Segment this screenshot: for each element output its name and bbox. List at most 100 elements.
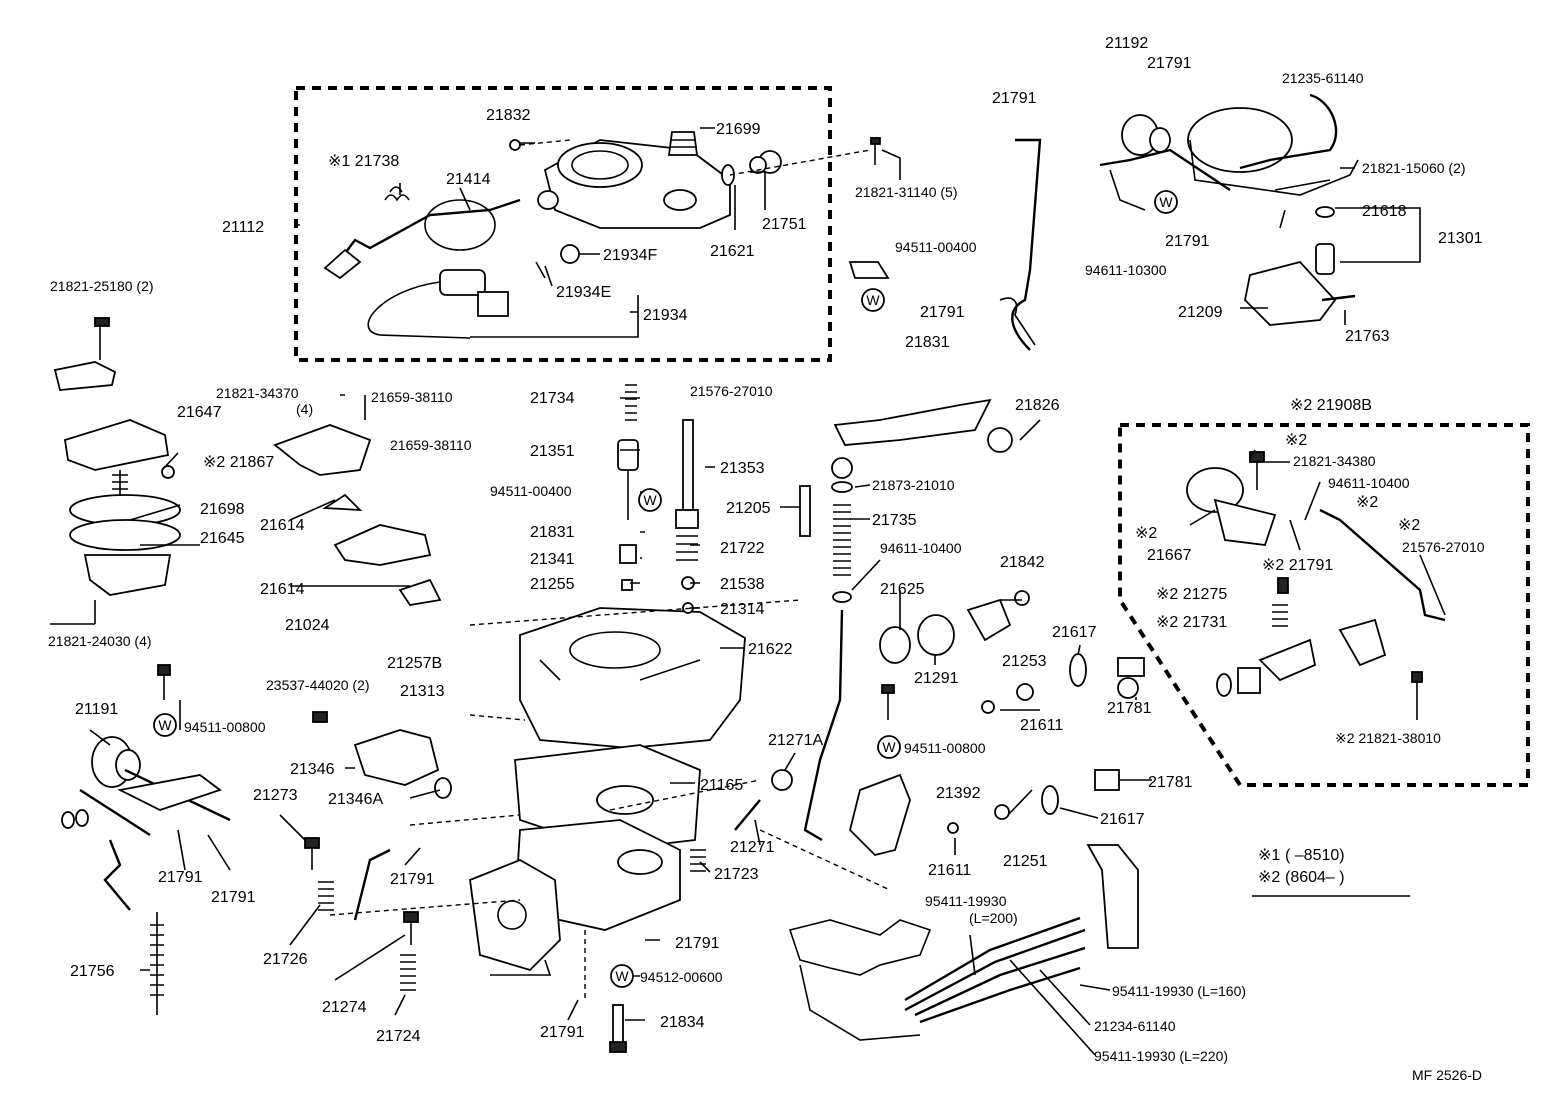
clip-21934e	[535, 261, 546, 279]
label-21763: 21763	[1345, 328, 1390, 345]
bracket-21821-25180	[53, 317, 117, 391]
charcoal-canister-21209	[1244, 260, 1337, 326]
fittings-21253	[981, 590, 1145, 714]
label-94611-10400-kit-mark: ※2	[1356, 494, 1378, 511]
label-21257b: 21257B	[387, 655, 442, 672]
label-21791-rod: 21791	[992, 90, 1037, 107]
washer-marker-94512-00600: W	[610, 964, 634, 988]
label-21831-mid: 21831	[530, 524, 575, 541]
label-21576-kit-mark: ※2	[1398, 517, 1420, 534]
svg-text:W: W	[158, 717, 172, 733]
carburetor-air-horn	[537, 139, 731, 229]
label-21791-left-b: 21791	[211, 889, 256, 906]
label-94611-10300: 94611-10300	[1085, 262, 1167, 278]
pump-21346	[312, 711, 452, 799]
label-21867-mark: ※2 21867	[203, 454, 274, 471]
fuel-inlet-fitting	[721, 150, 782, 186]
label-21724: 21724	[376, 1028, 421, 1045]
label-21821-34370: 21821-34370	[216, 385, 299, 401]
label-21831-top: 21831	[905, 334, 950, 351]
label-21821-34370-qty: (4)	[296, 401, 313, 417]
choke-linkage	[323, 198, 521, 280]
gasket-21625	[879, 598, 1012, 664]
label-21934f: 21934F	[603, 247, 657, 264]
kit-21908b-leaders	[1189, 449, 1446, 616]
label-21734: 21734	[530, 390, 575, 407]
label-21647: 21647	[177, 404, 222, 421]
label-21192: 21192	[1105, 35, 1148, 52]
top-right-leaders	[1240, 167, 1421, 325]
label-95411-19930-200: 95411-19930	[925, 893, 1007, 909]
label-21842: 21842	[1000, 554, 1045, 571]
label-21622: 21622	[748, 641, 793, 658]
label-94511-00800-left: 94511-00800	[184, 719, 266, 735]
label-21024: 21024	[285, 617, 330, 634]
throttle-linkage	[469, 859, 561, 976]
legend-mark-2: ※2	[1258, 869, 1280, 886]
label-21274: 21274	[322, 999, 367, 1016]
center-guide-lines	[329, 599, 891, 1000]
svg-text:W: W	[882, 739, 896, 755]
label-21791-top: 21791	[1147, 55, 1192, 72]
accel-pump-boot	[667, 131, 699, 156]
link-21576-kit	[1319, 508, 1446, 622]
washer-marker-94511-00800b: W	[877, 735, 901, 759]
label-21699: 21699	[716, 121, 761, 138]
label-21873-21010: 21873-21010	[872, 477, 955, 493]
choke-spring	[384, 186, 410, 202]
kit-21112-boundary	[294, 86, 832, 362]
label-21791-center: 21791	[390, 871, 435, 888]
kit-21908b-boundary	[1118, 423, 1530, 787]
o-ring-21934f	[560, 244, 580, 264]
diagram-code: MF 2526-D	[1412, 1067, 1482, 1083]
label-21738: ※1 21738	[328, 153, 399, 170]
rod-21726	[353, 848, 391, 921]
label-21414: 21414	[446, 171, 491, 188]
label-21723: 21723	[714, 866, 759, 883]
kit-guide-lines	[519, 139, 871, 176]
label-21821-15060: 21821-15060 (2)	[1362, 160, 1466, 176]
label-21617-bottom: 21617	[1100, 811, 1145, 828]
valve-21301	[1315, 206, 1335, 275]
label-21791-mid: 21791	[920, 304, 965, 321]
label-21934: 21934	[643, 307, 688, 324]
spring-21756	[150, 912, 164, 1015]
label-21165: 21165	[700, 777, 743, 794]
label-21735: 21735	[872, 512, 917, 529]
label-94511-00800-right: 94511-00800	[904, 740, 986, 756]
label-21934e: 21934E	[556, 284, 611, 301]
label-94511-00400-mid: 94511-00400	[490, 483, 572, 499]
center-right-leaders	[850, 419, 1152, 855]
air-cleaner-outline-21235	[1187, 93, 1359, 196]
hose-leaders	[969, 934, 1111, 1056]
label-94512-00600: 94512-00600	[640, 969, 723, 985]
throttle-rod-21791	[999, 138, 1042, 351]
label-21791-bottom-a: 21791	[675, 935, 720, 952]
label-21731: ※2 21731	[1156, 614, 1227, 631]
label-21273: 21273	[253, 787, 298, 804]
label-21291: 21291	[914, 670, 959, 687]
label-21791-kit: ※2 21791	[1262, 557, 1333, 574]
label-21667: 21667	[1147, 547, 1192, 564]
lower-left-leaders	[89, 700, 796, 1021]
bolt-21821-31140	[870, 137, 901, 180]
label-21313: 21313	[400, 683, 445, 700]
label-21722: 21722	[720, 540, 765, 557]
screw-21273	[304, 837, 334, 911]
vacuum-hoses	[904, 916, 1086, 1024]
label-21791-bottom-b: 21791	[540, 1024, 585, 1041]
label-21346: 21346	[290, 761, 335, 778]
label-21821-24030: 21821-24030 (4)	[48, 633, 152, 649]
label-21698: 21698	[200, 501, 245, 518]
label-21314: 21314	[720, 601, 765, 618]
label-94611-10400-mid: 94611-10400	[880, 540, 962, 556]
label-21781-top: 21781	[1107, 700, 1152, 717]
label-21301: 21301	[1438, 230, 1483, 247]
label-21821-34380-mark: ※2	[1285, 432, 1307, 449]
label-21576-27010-kit: 21576-27010	[1402, 539, 1485, 555]
intake-manifold-outline	[788, 919, 932, 1041]
link-rod-21271a	[803, 609, 844, 842]
label-21351: 21351	[530, 443, 575, 460]
label-21625: 21625	[880, 581, 925, 598]
